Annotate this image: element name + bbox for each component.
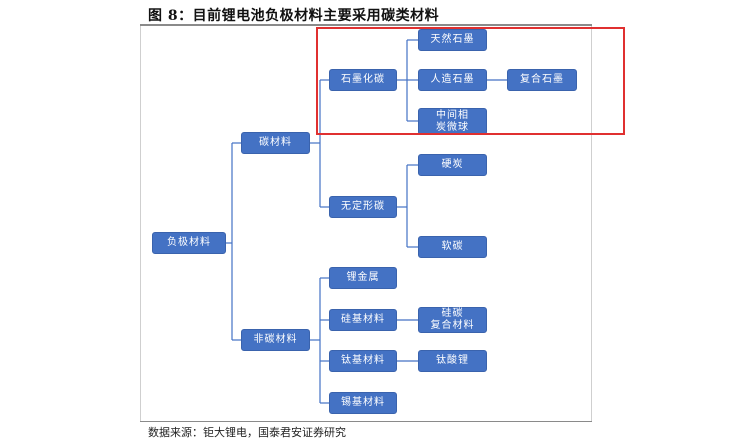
node-lithium-metal: 锂金属 (329, 267, 397, 289)
node-silicon-carbon-composite: 硅碳 复合材料 (418, 307, 487, 333)
node-non-carbon-materials: 非碳材料 (241, 329, 310, 351)
node-graphitized-carbon: 石墨化碳 (329, 69, 397, 91)
top-rule (140, 24, 592, 26)
node-carbon-materials: 碳材料 (241, 132, 310, 154)
source-note: 数据来源：钜大锂电，国泰君安证券研究 (148, 426, 346, 439)
figure-title: 图 8：目前锂电池负极材料主要采用碳类材料 (148, 8, 440, 24)
node-lithium-titanate: 钛酸锂 (418, 350, 487, 372)
node-soft-carbon: 软碳 (418, 236, 487, 258)
node-titanium-based: 钛基材料 (329, 350, 397, 372)
bottom-rule (140, 421, 592, 422)
node-hard-carbon: 硬炭 (418, 154, 487, 176)
frame-right (591, 26, 592, 422)
node-amorphous-carbon: 无定形碳 (329, 196, 397, 218)
frame-left (140, 26, 141, 422)
node-tin-based: 锡基材料 (329, 392, 397, 414)
node-anode-materials: 负极材料 (152, 232, 226, 254)
node-silicon-based: 硅基材料 (329, 309, 397, 331)
highlight-box (316, 27, 625, 135)
node-natural-graphite: 天然石墨 (418, 29, 487, 51)
node-artificial-graphite: 人造石墨 (418, 69, 487, 91)
node-composite-graphite: 复合石墨 (507, 69, 577, 91)
